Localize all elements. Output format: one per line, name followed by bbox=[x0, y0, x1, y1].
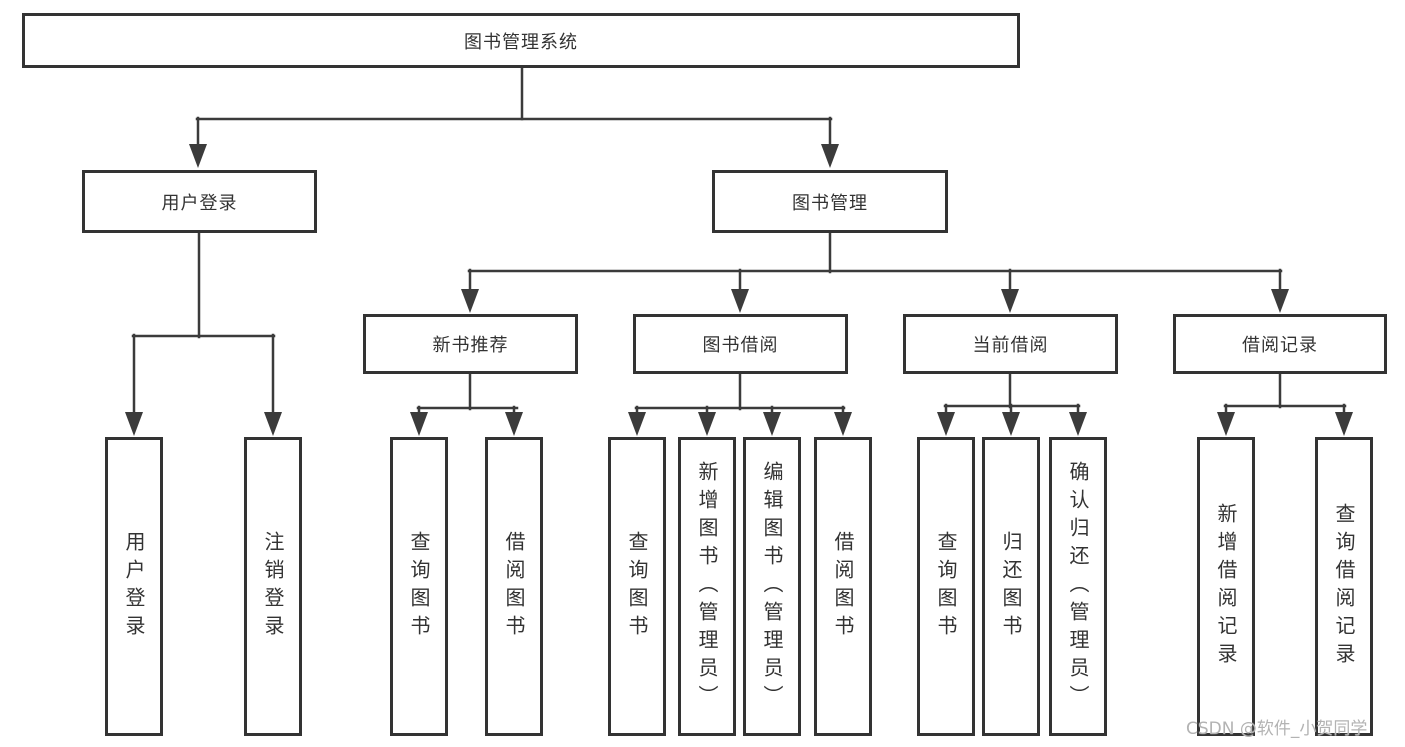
node-label: 新增图书（管理员） bbox=[695, 460, 719, 713]
leaf-return-books: 归还图书 bbox=[982, 437, 1040, 736]
node-label: 用户登录 bbox=[161, 192, 238, 214]
node-label: 图书借阅 bbox=[702, 335, 779, 356]
node-label: 借阅图书 bbox=[831, 530, 855, 643]
node-label: 当前借阅 bbox=[972, 335, 1049, 356]
node-label: 查询借阅记录 bbox=[1332, 502, 1356, 671]
node-label: 注销登录 bbox=[261, 530, 285, 643]
node-label: 新书推荐 bbox=[432, 335, 509, 356]
leaf-add-borrow-record: 新增借阅记录 bbox=[1197, 437, 1255, 736]
leaf-search-books-borrowing: 查询图书 bbox=[608, 437, 666, 736]
node-label: 查询图书 bbox=[934, 530, 958, 643]
node-label: 图书管理 bbox=[792, 192, 868, 214]
node-label: 图书管理系统 bbox=[464, 31, 578, 53]
node-borrowing-records: 借阅记录 bbox=[1173, 314, 1387, 374]
node-label: 查询图书 bbox=[625, 530, 649, 643]
node-library-management-system: 图书管理系统 bbox=[22, 13, 1020, 68]
arrowheads bbox=[125, 144, 1353, 436]
node-new-book-recommendation: 新书推荐 bbox=[363, 314, 578, 374]
leaf-confirm-return-admin: 确认归还（管理员） bbox=[1049, 437, 1107, 736]
node-current-borrowing: 当前借阅 bbox=[903, 314, 1118, 374]
node-book-management: 图书管理 bbox=[712, 170, 948, 233]
leaf-search-books-recommend: 查询图书 bbox=[390, 437, 448, 736]
leaf-search-borrow-record: 查询借阅记录 bbox=[1315, 437, 1373, 736]
node-user-login: 用户登录 bbox=[82, 170, 317, 233]
node-label: 新增借阅记录 bbox=[1214, 502, 1238, 671]
csdn-watermark: CSDN @软件_小贺同学 bbox=[1186, 719, 1368, 739]
leaf-add-book-admin: 新增图书（管理员） bbox=[678, 437, 736, 736]
node-label: 确认归还（管理员） bbox=[1066, 460, 1090, 713]
leaf-borrow-books-borrowing: 借阅图书 bbox=[814, 437, 872, 736]
node-label: 借阅图书 bbox=[502, 530, 526, 643]
node-label: 借阅记录 bbox=[1242, 335, 1318, 356]
leaf-logout: 注销登录 bbox=[244, 437, 302, 736]
leaf-borrow-books-recommend: 借阅图书 bbox=[485, 437, 543, 736]
node-label: 查询图书 bbox=[407, 530, 431, 643]
leaf-search-books-current: 查询图书 bbox=[917, 437, 975, 736]
node-label: 编辑图书（管理员） bbox=[760, 460, 784, 713]
node-label: 用户登录 bbox=[122, 530, 146, 643]
leaf-edit-book-admin: 编辑图书（管理员） bbox=[743, 437, 801, 736]
node-label: 归还图书 bbox=[999, 530, 1023, 643]
node-book-borrowing: 图书借阅 bbox=[633, 314, 848, 374]
leaf-user-login: 用户登录 bbox=[105, 437, 163, 736]
